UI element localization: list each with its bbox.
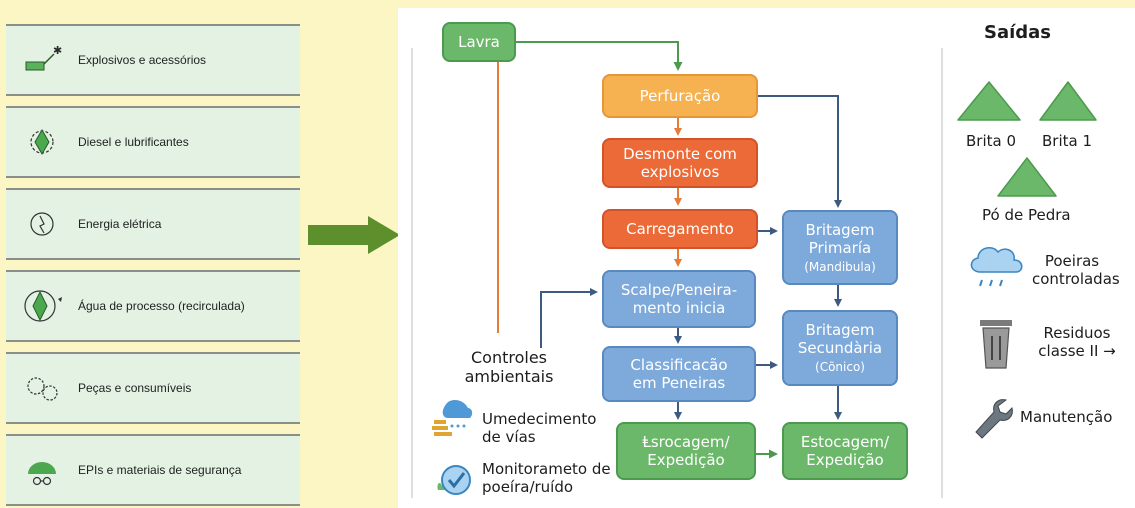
process-diagram: Lavra Perfuração Desmonte com explosivos… [398, 8, 1135, 508]
controle-monitoramento: Monitorameto de poeíra/ruído [482, 460, 611, 496]
gears-icon [27, 377, 58, 401]
svg-text:✱: ✱ [53, 45, 62, 57]
saidas-title: Saídas [984, 22, 1052, 43]
flow-arrow-icon [308, 216, 400, 254]
diesel-drop-icon [30, 129, 54, 155]
inputs-column: ✱ Explosivos e acessórios Diesel e lubri… [6, 0, 300, 508]
input-item-epi: EPIs e materiais de segurança [6, 434, 300, 506]
check-circle-icon [437, 465, 471, 495]
connectors [411, 41, 943, 498]
box-desmonte: Desmonte com explosivos [602, 138, 758, 188]
box-britagem-secundaria: Britagem Secundària (Cõnico) [782, 310, 898, 386]
brita1-label: Brita 1 [1042, 132, 1093, 150]
input-label: Energia elétrica [78, 217, 162, 231]
po-de-pedra-pile-icon [997, 157, 1057, 197]
brita1-pile-icon [1039, 81, 1097, 121]
box-expedicao-left: Ⱡsrocagem/ Expedição [616, 422, 756, 480]
input-item-parts: Peças e consumíveis [6, 352, 300, 424]
manutencao-label: Manutenção [1020, 408, 1113, 426]
energy-icon [30, 212, 54, 236]
input-item-energy: Energia elétrica [6, 188, 300, 260]
residuos-label: Residuos classe II → [1038, 324, 1116, 360]
box-lavra: Lavra [442, 22, 516, 62]
input-label: Peças e consumíveis [78, 381, 192, 395]
input-label: Explosivos e acessórios [78, 53, 207, 67]
input-label: Diesel e lubrificantes [78, 135, 189, 149]
input-label: EPIs e materiais de segurança [78, 463, 242, 477]
brita0-label: Brita 0 [966, 132, 1017, 150]
input-item-explosives: ✱ Explosivos e acessórios [6, 24, 300, 96]
input-label: Água de processo (recirculada) [78, 299, 245, 313]
humidification-icon [432, 400, 473, 436]
water-recycle-icon [24, 290, 62, 322]
brita0-pile-icon [957, 81, 1021, 121]
input-item-diesel: Diesel e lubrificantes [6, 106, 300, 178]
box-perfuracao: Perfuração [602, 74, 758, 118]
poeiras-label: Poeiras controladas [1032, 252, 1120, 288]
explosive-icon: ✱ [25, 45, 62, 71]
controle-umedecimento: Umedecimento de vías [482, 410, 597, 446]
po-de-pedra-label: Pó de Pedra [982, 206, 1071, 224]
box-estocagem: Estocagem/ Expedição [782, 422, 908, 480]
box-britagem-primaria: Britagem Primaría (Mandibula) [782, 210, 898, 285]
box-carregamento: Carregamento [602, 209, 758, 249]
helmet-goggles-icon [28, 462, 56, 486]
box-scalpe: Scalpe/Peneira-mento inicia [602, 270, 756, 328]
input-item-water: Água de processo (recirculada) [6, 270, 300, 342]
wrench-icon [975, 399, 1013, 439]
arrow-lavra-perfuracao [516, 41, 683, 71]
controles-title: Controles ambientais [464, 348, 554, 387]
cloud-rain-icon [970, 247, 1023, 287]
trash-icon [980, 320, 1012, 369]
box-classificacao: Classificacão em Peneiras [602, 346, 756, 402]
